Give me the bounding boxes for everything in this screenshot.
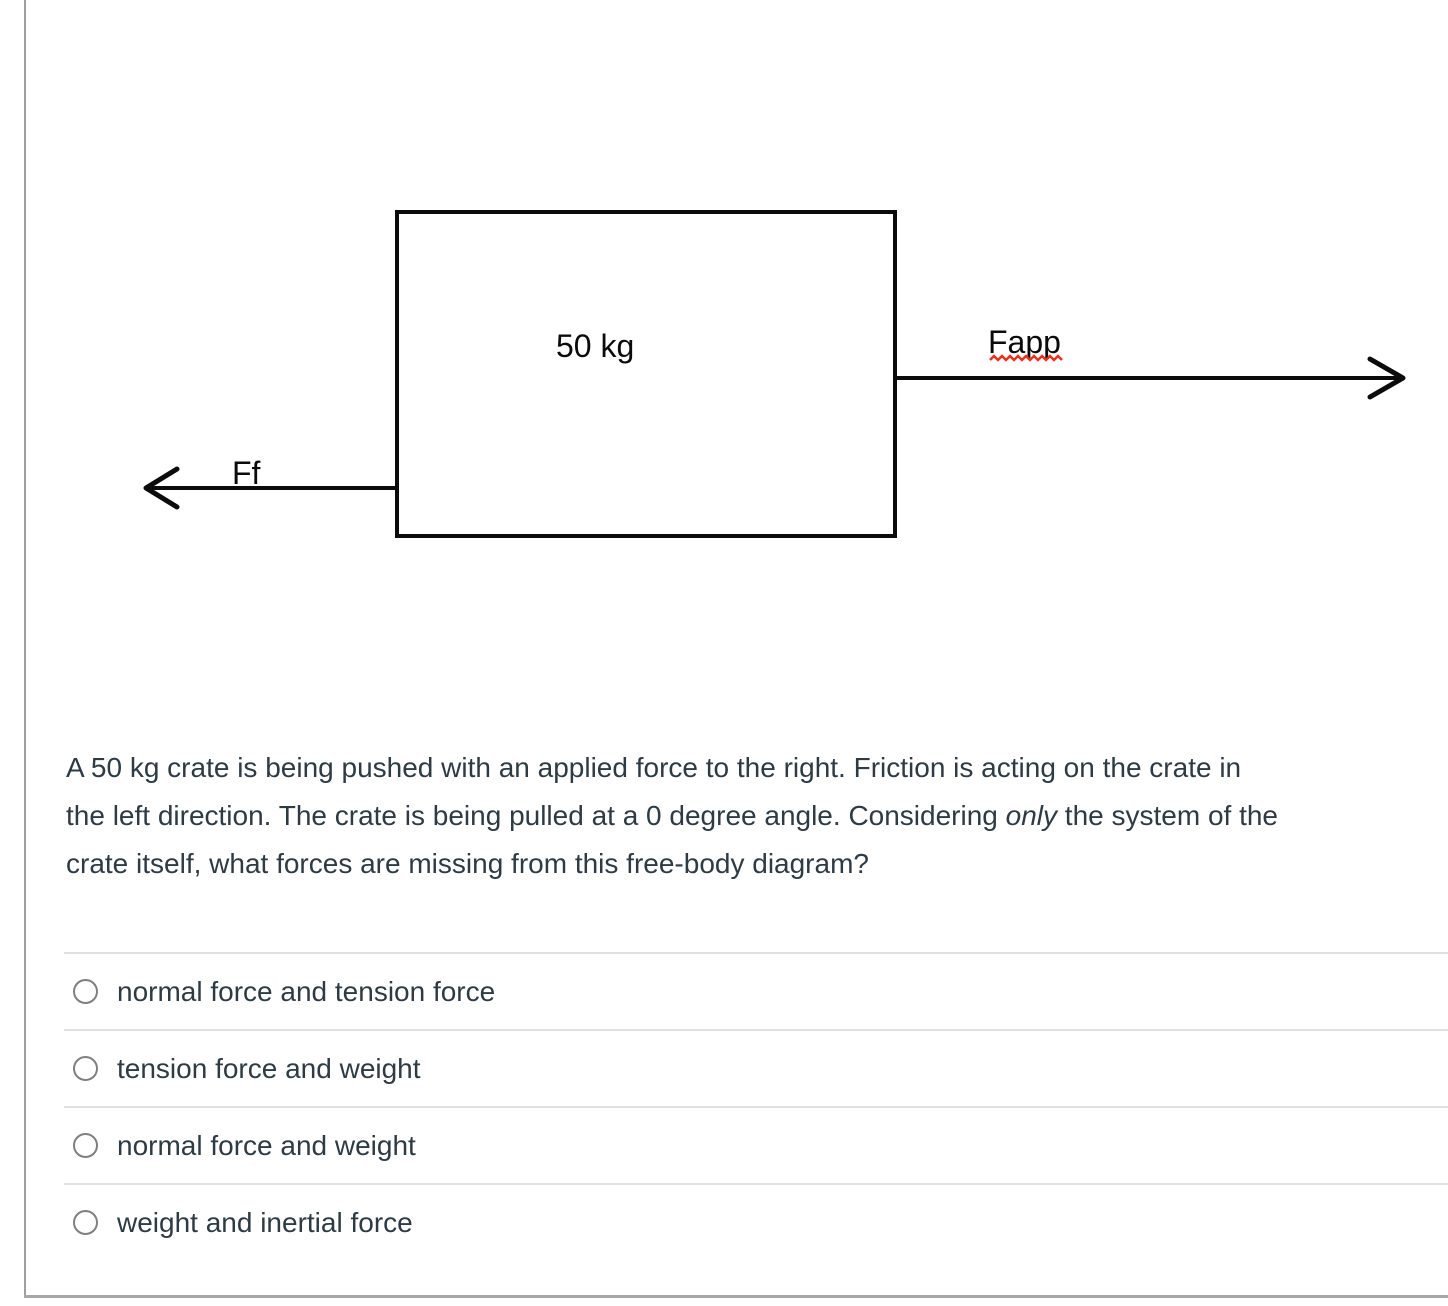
friction-force-label: Ff [232, 455, 261, 491]
radio-button-icon[interactable] [73, 1133, 98, 1158]
radio-button-icon[interactable] [73, 979, 98, 1004]
question-text: A 50 kg crate is being pushed with an ap… [66, 744, 1278, 888]
answer-option-label[interactable]: normal force and tension force [117, 975, 496, 1007]
free-body-diagram: 50 kg Fapp Ff [143, 210, 1406, 538]
question-line-1: A 50 kg crate is being pushed with an ap… [66, 752, 1242, 783]
crate-box [395, 210, 897, 538]
applied-force-arrow [897, 356, 1406, 400]
spellcheck-squiggle-icon [989, 354, 1063, 362]
friction-force-arrow [143, 466, 395, 510]
question-line-2-italic: only [1005, 800, 1058, 831]
radio-button-icon[interactable] [73, 1210, 98, 1235]
answer-options-list: normal force and tension force tension f… [64, 952, 1448, 1260]
answer-option-row-1[interactable]: normal force and tension force [64, 952, 1448, 1029]
radio-button-icon[interactable] [73, 1056, 98, 1081]
applied-force-label: Fapp [988, 324, 1061, 360]
answer-option-row-2[interactable]: tension force and weight [64, 1029, 1448, 1106]
question-line-2-post: the system of the [1057, 800, 1279, 831]
question-line-2: the left direction. The crate is being p… [66, 792, 1278, 840]
answer-option-label[interactable]: tension force and weight [117, 1052, 421, 1084]
card-bottom-border [24, 1295, 1448, 1298]
question-line-3: crate itself, what forces are missing fr… [66, 848, 869, 879]
answer-option-row-3[interactable]: normal force and weight [64, 1106, 1448, 1183]
crate-mass-label: 50 kg [556, 328, 634, 364]
answer-option-row-4[interactable]: weight and inertial force [64, 1183, 1448, 1260]
card-left-border [24, 0, 26, 1298]
answer-option-label[interactable]: weight and inertial force [117, 1206, 413, 1238]
question-line-2-pre: the left direction. The crate is being p… [66, 800, 1006, 831]
answer-option-label[interactable]: normal force and weight [117, 1129, 416, 1161]
